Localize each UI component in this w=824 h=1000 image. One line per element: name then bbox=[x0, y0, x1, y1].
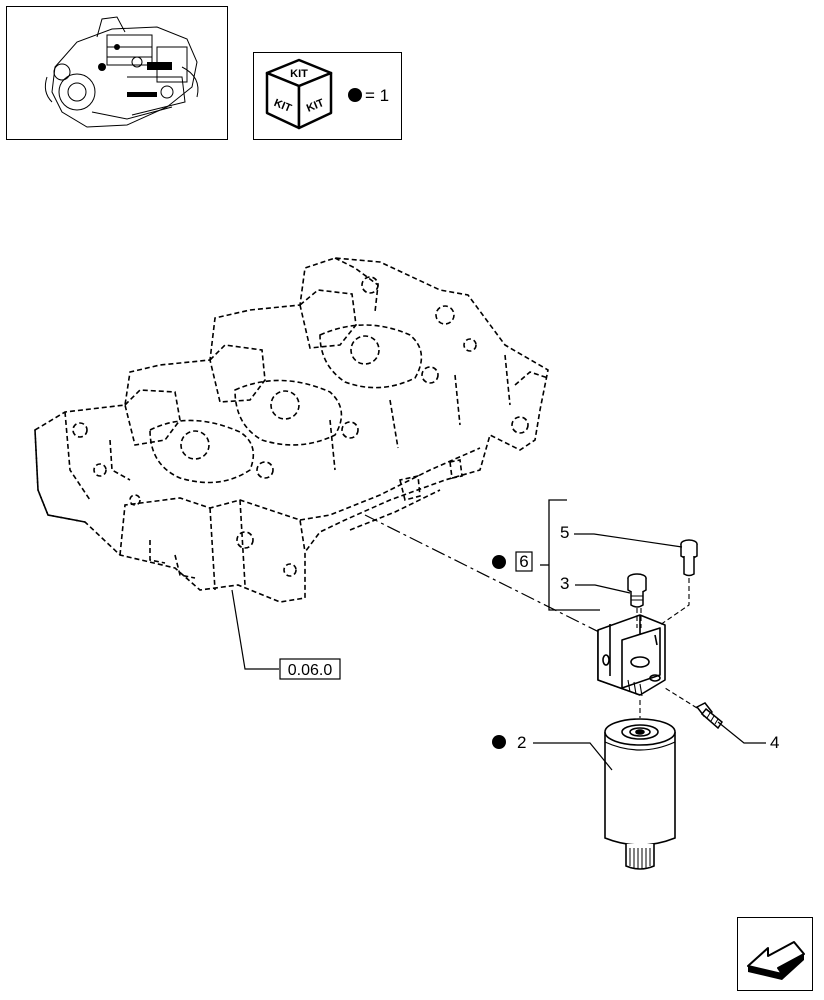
leader-ref bbox=[231, 589, 279, 670]
fitting-5-axis bbox=[659, 578, 690, 626]
legend-bullet-icon bbox=[348, 88, 362, 102]
kit-cube-icon: KIT KIT KIT bbox=[265, 58, 333, 130]
previous-page-button[interactable] bbox=[737, 917, 813, 991]
callout-3: 3 bbox=[560, 574, 569, 593]
fitting-3 bbox=[627, 573, 647, 608]
engine-illustration bbox=[44, 16, 199, 128]
kit-top-label: KIT bbox=[290, 68, 308, 80]
previous-page-arrow-icon bbox=[747, 941, 805, 980]
leader-2 bbox=[533, 742, 613, 771]
kit-legend: KIT KIT KIT = 1 bbox=[253, 52, 402, 140]
leader-5 bbox=[574, 533, 683, 548]
callout-2: 2 bbox=[517, 733, 526, 752]
group-brace bbox=[548, 499, 600, 611]
kit-legend-graphic: KIT KIT KIT = 1 bbox=[265, 58, 389, 130]
leader-lines bbox=[231, 533, 766, 771]
callout-4: 4 bbox=[770, 733, 779, 752]
legend-equals-text: = 1 bbox=[365, 86, 389, 105]
alignment-centerline bbox=[364, 514, 616, 641]
leader-4 bbox=[717, 721, 766, 744]
reference-label: 0.06.0 bbox=[288, 662, 333, 679]
reference-box bbox=[279, 658, 341, 680]
callout-5: 5 bbox=[560, 523, 569, 542]
cylinder-head bbox=[34, 257, 549, 603]
fitting-5 bbox=[680, 539, 698, 577]
callout-6-box bbox=[515, 551, 533, 572]
bullet-kit-6-icon bbox=[492, 555, 506, 569]
engine-thumbnail bbox=[6, 6, 228, 140]
fitting-3-axis bbox=[636, 608, 642, 628]
bolt-4 bbox=[695, 702, 724, 730]
bolt-4-axis bbox=[664, 687, 698, 709]
filter-bracket bbox=[597, 614, 666, 697]
fuel-filter-2 bbox=[604, 718, 676, 870]
bullet-filter-2-icon bbox=[492, 735, 506, 749]
leader-3 bbox=[575, 584, 631, 594]
callout-6: 6 bbox=[519, 552, 528, 571]
